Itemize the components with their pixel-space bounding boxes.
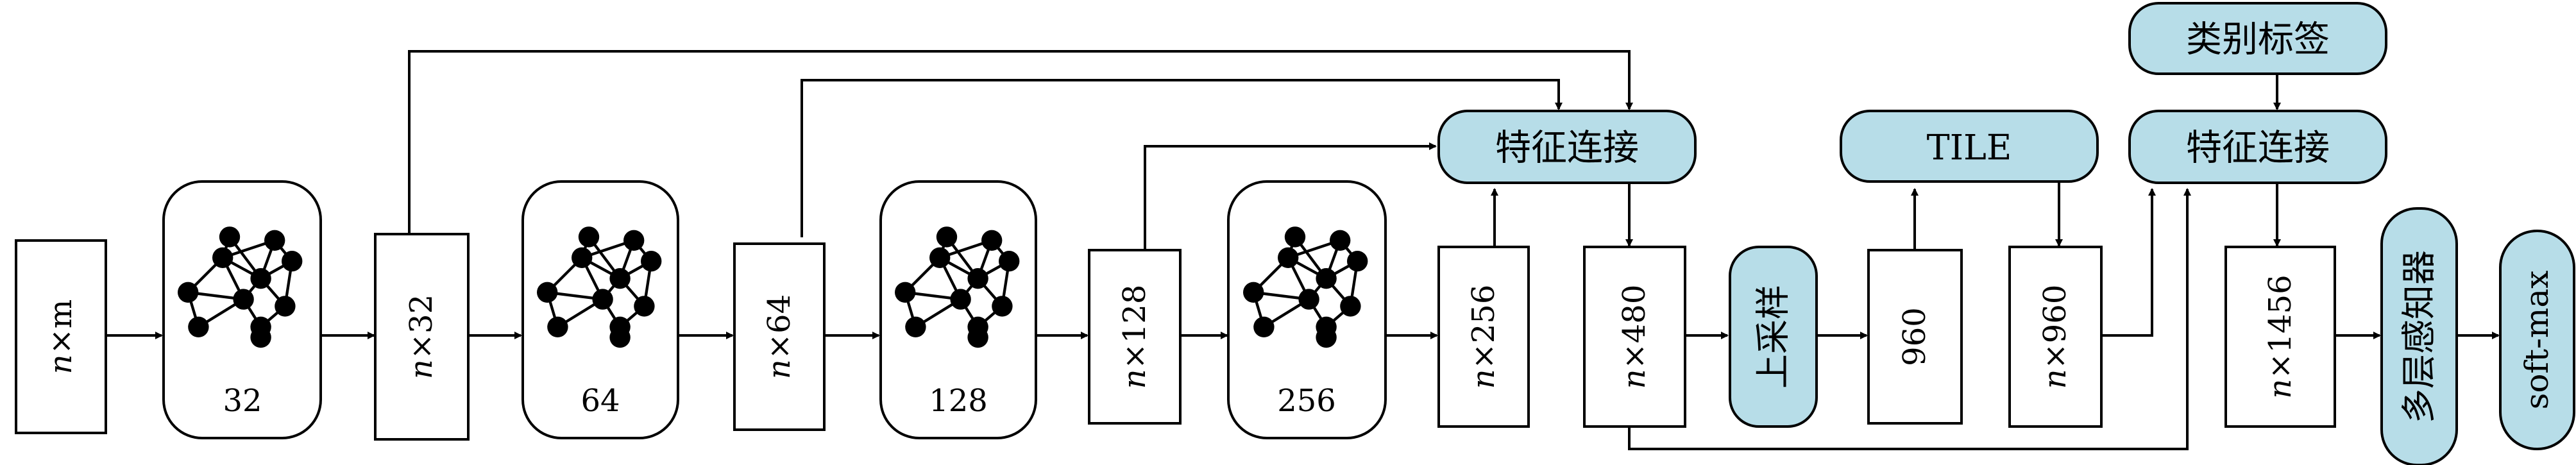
graph-layer-label: 32 (223, 383, 262, 419)
svg-text:n×1456: n×1456 (2262, 275, 2298, 398)
input-var: n (43, 354, 79, 374)
svg-text:n×256: n×256 (1466, 285, 1502, 389)
svg-text:n×64: n×64 (761, 294, 797, 379)
svg-text:类别标签: 类别标签 (2186, 19, 2330, 61)
block-n128: n×128 (1088, 249, 1182, 425)
class-label-node: 类别标签 (2128, 2, 2387, 75)
svg-text:n×960: n×960 (2037, 285, 2073, 389)
svg-text:soft-max: soft-max (2518, 271, 2555, 410)
svg-text:n×m: n×m (43, 300, 79, 375)
block-n64: n×64 (733, 242, 826, 431)
graph-layer-label: 256 (1277, 383, 1336, 419)
svg-text:n×32: n×32 (403, 294, 439, 379)
svg-text:特征连接: 特征连接 (2186, 128, 2330, 169)
block-n1456: n×1456 (2224, 246, 2336, 428)
concat-node-1: 特征连接 (1437, 110, 1697, 184)
svg-text:960: 960 (1897, 307, 1933, 366)
svg-text:n×480: n×480 (1616, 285, 1652, 389)
block-960: 960 (1867, 249, 1963, 425)
concat-node-2: 特征连接 (2128, 110, 2387, 184)
svg-text:多层感知器: 多层感知器 (2399, 250, 2439, 423)
upsample-node: 上采样 (1729, 246, 1818, 428)
softmax-node: soft-max (2499, 230, 2575, 450)
tile-node: TILE (1840, 110, 2099, 183)
block-input: n×m (15, 239, 107, 434)
graph-layer-32: 32 (162, 180, 322, 439)
block-n32: n×32 (374, 233, 470, 441)
svg-text:n×128: n×128 (1117, 285, 1153, 389)
block-n960: n×960 (2008, 246, 2103, 428)
graph-layer-64: 64 (521, 180, 679, 439)
svg-text:特征连接: 特征连接 (1495, 128, 1639, 169)
graph-layer-label: 128 (929, 383, 988, 419)
graph-layer-256: 256 (1227, 180, 1387, 439)
svg-text:TILE: TILE (1927, 128, 2012, 168)
graph-layer-label: 64 (580, 383, 620, 419)
mlp-node: 多层感知器 (2380, 207, 2458, 465)
input-num: m (43, 300, 79, 329)
block-n256: n×256 (1437, 246, 1530, 428)
block-n480: n×480 (1583, 246, 1686, 428)
svg-text:上采样: 上采样 (1753, 285, 1793, 389)
graph-layer-128: 128 (879, 180, 1037, 439)
input-op: × (43, 328, 79, 354)
